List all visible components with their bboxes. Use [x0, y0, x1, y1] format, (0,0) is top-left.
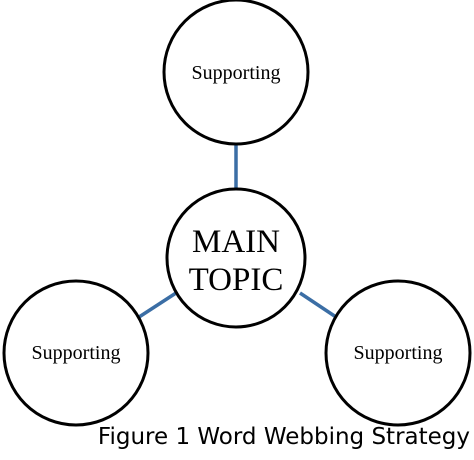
main-topic-line2: TOPIC — [189, 262, 284, 298]
connector-right — [299, 291, 340, 321]
right-supporting-label: Supporting — [354, 342, 443, 364]
top-supporting-node — [162, 0, 310, 146]
left-supporting-node — [2, 279, 150, 427]
top-supporting-label: Supporting — [192, 62, 281, 84]
right-supporting-node — [324, 279, 472, 427]
main-topic-node — [165, 187, 307, 329]
left-supporting-label: Supporting — [32, 342, 121, 364]
main-topic-line1: MAIN — [192, 224, 280, 260]
connector-left — [135, 291, 177, 321]
figure-caption: Figure 1 Word Webbing Strategy — [97, 424, 470, 450]
